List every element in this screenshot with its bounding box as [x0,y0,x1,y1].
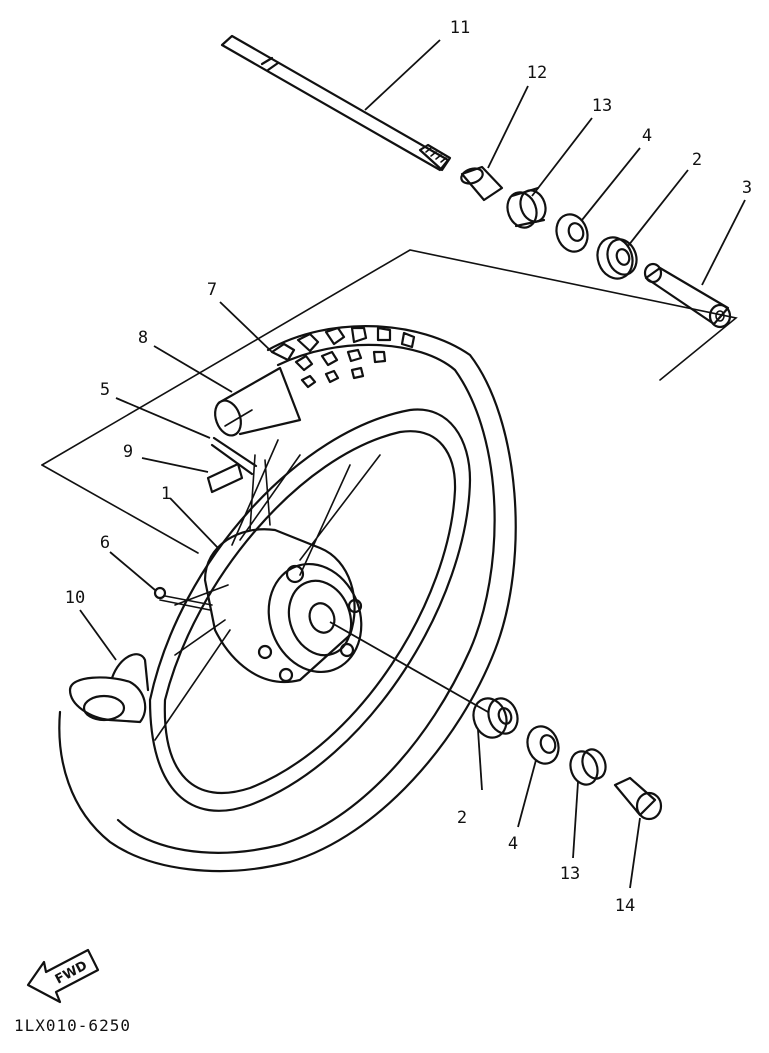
callout-4-upper: 4 [642,126,652,146]
callout-10: 10 [65,588,85,608]
leader-lines [79,39,746,889]
callout-14: 14 [615,896,635,916]
callout-7: 7 [207,280,217,300]
oil-seal-upper [506,186,547,229]
tube-valve [68,653,150,724]
oil-seal-lower [569,748,607,786]
callouts: 11 12 13 4 2 3 7 8 5 9 1 6 10 2 4 13 14 [65,18,752,916]
tire [58,325,517,873]
assembly-frame [41,249,738,554]
callout-2-lower: 2 [457,808,467,828]
callout-4-lower: 4 [508,834,518,854]
spokes [154,439,381,741]
axle-centerline [329,621,489,713]
diagram-code: 1LX010-6250 [14,1016,131,1035]
spacer-flange-lower [526,725,560,765]
callout-6: 6 [100,533,110,553]
callout-9: 9 [123,442,133,462]
hub [203,528,363,683]
bearing-upper [596,236,638,280]
callout-3: 3 [742,178,752,198]
spacer [643,262,732,329]
collar-lower [613,776,663,821]
callout-5: 5 [100,380,110,400]
axle [220,34,452,172]
fwd-arrow-icon: FWD [26,948,100,1004]
spacer-flange-upper [555,213,589,253]
spoke-nipple [153,586,213,606]
callout-11-upper: 11 [450,18,470,38]
callout-1: 1 [161,484,171,504]
rim-lock [206,366,302,494]
rim [148,408,472,812]
callout-13-lower: 13 [560,864,580,884]
callout-12-upper: 12 [527,63,547,83]
callout-2-upper: 2 [692,150,702,170]
callout-13-upper: 13 [592,96,612,116]
collar [460,165,504,202]
callout-8: 8 [138,328,148,348]
bearing-lower [472,697,519,739]
